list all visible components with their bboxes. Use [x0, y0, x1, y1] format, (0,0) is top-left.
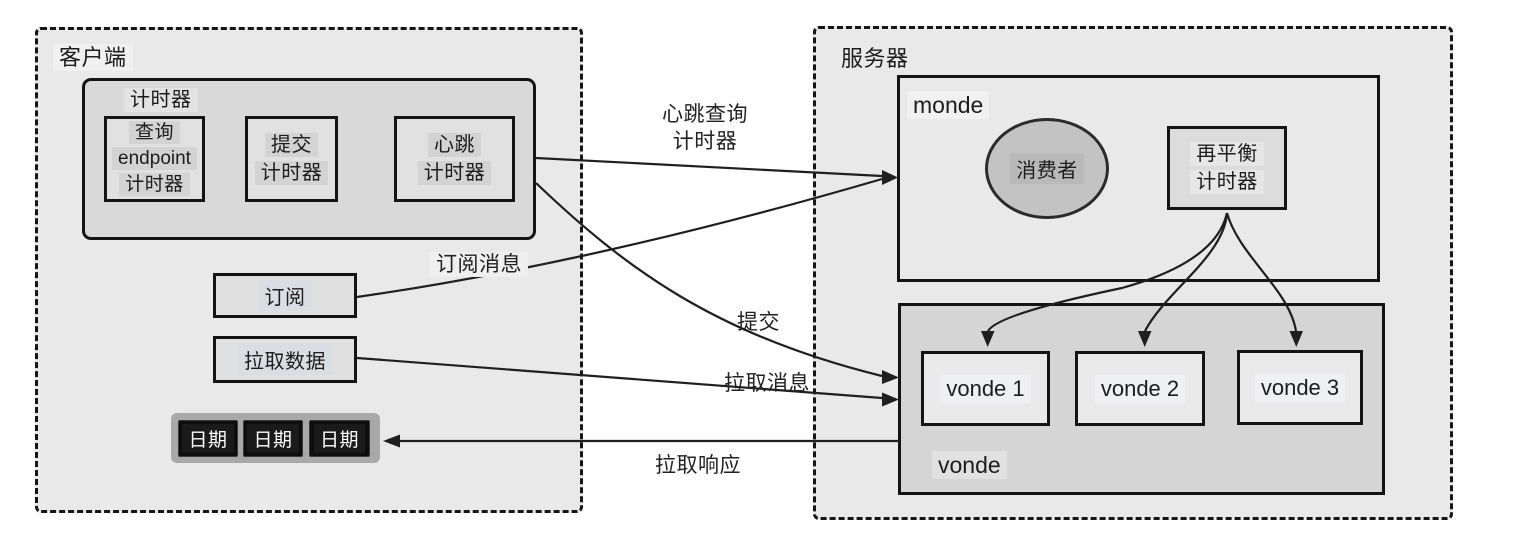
partition-box-2: vonde 2	[1075, 351, 1205, 426]
pull-data-box: 拉取数据	[213, 336, 357, 383]
heartbeat-arrow-label: 心跳查询 计时器	[662, 103, 748, 153]
date-box-2: 日期	[243, 420, 303, 457]
partition-box-1: vonde 1	[921, 351, 1050, 426]
subscribe-arrow-label: 订阅消息	[430, 248, 528, 278]
date-box-1: 日期	[178, 420, 238, 457]
pull-message-arrow-label: 拉取消息	[724, 372, 810, 395]
monde-label: monde	[907, 91, 990, 119]
commit-timer-box: 提交 计时器	[245, 116, 338, 202]
heartbeat-timer-box: 心跳 计时器	[394, 116, 515, 202]
commit-arrow-label: 提交	[737, 311, 780, 334]
vonde-label: vonde	[932, 451, 1007, 479]
endpoint-timer-box: 查询 endpoint 计时器	[104, 116, 205, 202]
partition-box-3: vonde 3	[1237, 350, 1363, 425]
dates-strip: 日期 日期 日期	[171, 413, 380, 463]
client-label: 客户端	[53, 40, 133, 72]
consumer-label: 消费者	[1010, 153, 1084, 184]
timer-group-label: 计时器	[124, 83, 198, 112]
subscribe-box: 订阅	[213, 273, 357, 318]
rebalance-timer-box: 再平衡 计时器	[1167, 126, 1287, 210]
pull-response-arrow-label: 拉取响应	[655, 454, 741, 477]
consumer-circle: 消费者	[985, 118, 1109, 219]
date-box-3: 日期	[309, 420, 370, 457]
server-label: 服务器	[841, 46, 909, 71]
